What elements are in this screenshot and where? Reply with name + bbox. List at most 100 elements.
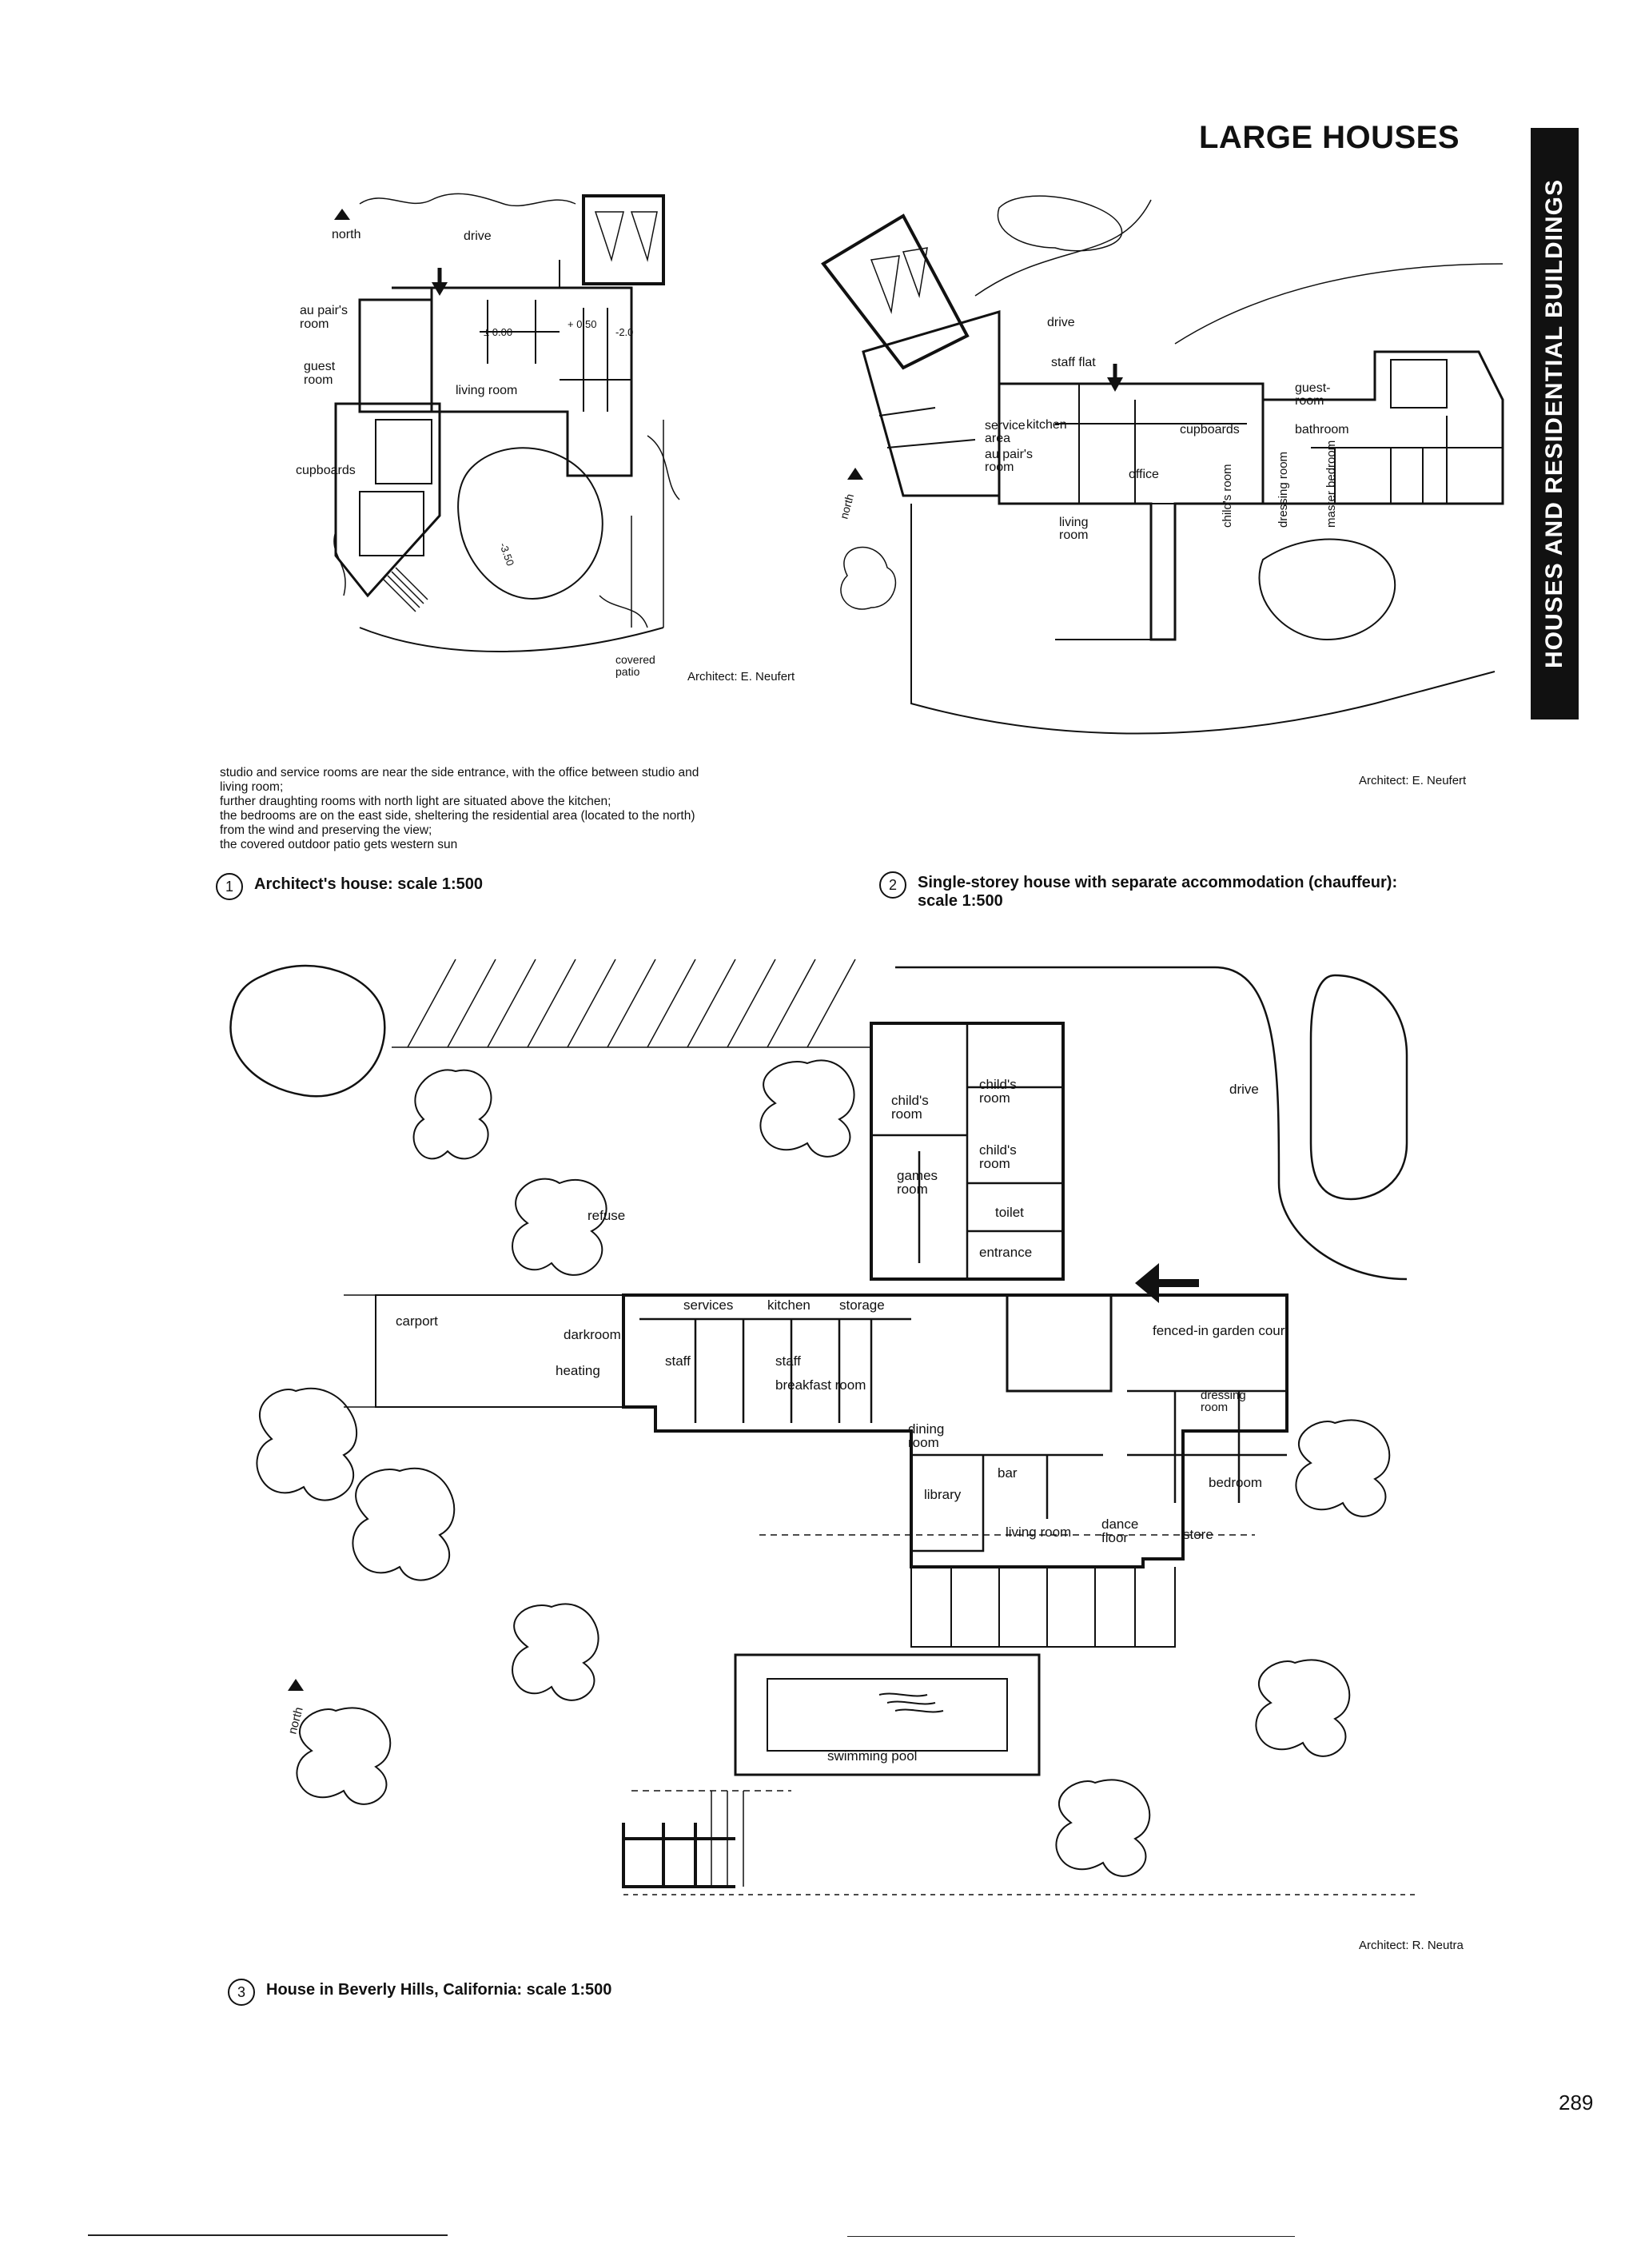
fig3-label-carport: carport (396, 1313, 438, 1329)
fig1-label-north: north (332, 228, 360, 241)
fig3-label-darkroom: darkroom (564, 1327, 621, 1342)
fig3-label-dressing-1: dressing (1201, 1389, 1246, 1402)
fig2-label-bathroom: bathroom (1295, 423, 1349, 436)
figure-2-plan: drive staff flat guest- room cupboards b… (821, 195, 1504, 735)
fig1-label-level-050: + 0.50 (568, 318, 597, 330)
fig1-label-guest-1: guest (304, 360, 336, 373)
fig1-label-level-minus-350: -3.50 (497, 541, 516, 568)
fig2-label-drive: drive (1047, 316, 1075, 329)
fig3-label-living-room: living room (1006, 1525, 1071, 1540)
fig3-label-staff-2: staff (775, 1353, 801, 1369)
page-title: LARGE HOUSES (1199, 120, 1460, 155)
fig2-label-service-1: service (985, 419, 1026, 432)
fig3-label-bedroom: bedroom (1209, 1475, 1262, 1490)
fig2-label-living-1: living (1059, 516, 1088, 529)
fig1-description-line: the covered outdoor patio gets western s… (220, 838, 458, 851)
fig3-label-childs-a-1: child's (891, 1093, 929, 1108)
fig1-label-cupboards: cupboards (296, 464, 356, 477)
fig3-label-breakfast: breakfast room (775, 1377, 866, 1393)
fig1-label-guest-2: room (304, 373, 333, 387)
fig1-label-level-minus-20: -2.0 (615, 326, 633, 338)
fig3-label-entrance: entrance (979, 1245, 1032, 1260)
fig2-caption-line2: scale 1:500 (918, 892, 1003, 910)
fig3-label-dining-2: room (908, 1435, 939, 1450)
fig2-label-childs-room: child's room (1221, 464, 1234, 528)
north-arrow-icon (847, 468, 863, 480)
fig1-number: 1 (216, 873, 243, 900)
fig1-label-living-room: living room (456, 384, 517, 397)
fig3-label-staff-1: staff (665, 1353, 691, 1369)
fig2-label-office: office (1129, 468, 1159, 481)
fig1-caption: 1 Architect's house: scale 1:500 (216, 873, 483, 900)
fig2-label-living-2: room (1059, 528, 1088, 542)
fig1-label-au-pair-2: room (300, 317, 329, 331)
fig1-description-line: further draughting rooms with north ligh… (220, 795, 611, 808)
fig3-label-drive: drive (1229, 1082, 1259, 1097)
fig2-label-au-pair-2: room (985, 460, 1014, 474)
fig3-label-bar: bar (998, 1465, 1018, 1481)
section-tab-label: HOUSES AND RESIDENTIAL BUILDINGS (1541, 178, 1567, 669)
fig3-caption: 3 House in Beverly Hills, California: sc… (228, 1979, 611, 2006)
fig3-label-store: store (1183, 1527, 1213, 1542)
fig1-description-line: the bedrooms are on the east side, shelt… (220, 809, 695, 823)
fig3-label-dance-1: dance (1101, 1517, 1138, 1532)
fig2-label-kitchen: kitchen (1026, 418, 1067, 432)
fig1-label-covered-2: patio (615, 665, 640, 678)
fig3-label-storage: storage (839, 1297, 885, 1313)
fig1-description: studio and service rooms are near the si… (220, 766, 843, 852)
fig2-label-dressing-room: dressing room (1277, 452, 1290, 528)
fig3-label-refuse: refuse (587, 1208, 625, 1223)
fig3-label-games-2: room (897, 1182, 928, 1197)
fig1-label-covered-1: covered (615, 653, 655, 666)
fig2-label-service-2: area (985, 432, 1010, 445)
fig3-label-dining-1: dining (908, 1421, 944, 1437)
fig2-label-guest-1: guest- (1295, 381, 1330, 395)
bottom-rule (88, 2234, 448, 2236)
fig3-label-services: services (683, 1297, 733, 1313)
figure-3-plan: drive child's room child's room child's … (229, 959, 1415, 1895)
fig3-caption-text: House in Beverly Hills, California: scal… (266, 1981, 612, 1999)
fig2-label-cupboards: cupboards (1180, 423, 1240, 436)
fig2-credit: Architect: E. Neufert (1359, 774, 1467, 787)
entrance-arrow-icon (1135, 1263, 1199, 1303)
fig3-label-library: library (924, 1487, 962, 1502)
fig2-number: 2 (879, 871, 906, 899)
fig2-label-guest-2: room (1295, 394, 1324, 408)
fig3-label-childs-c-2: room (979, 1156, 1010, 1171)
fig1-description-line: from the wind and preserving the view; (220, 823, 432, 837)
fig1-label-au-pair-1: au pair's (300, 304, 348, 317)
fig1-description-line: living room; (220, 780, 284, 794)
fig3-label-north: north (285, 1706, 305, 1736)
fig3-label-kitchen: kitchen (767, 1297, 811, 1313)
fig3-label-childs-c-1: child's (979, 1142, 1017, 1158)
fig1-credit: Architect: E. Neufert (687, 670, 795, 684)
page-number: 289 (1559, 2091, 1594, 2115)
fig2-label-north: north (837, 492, 856, 520)
figure-1-plan: north drive au pair's room guest room li… (296, 193, 680, 678)
fig3-number: 3 (228, 1979, 255, 2006)
fig2-label-au-pair-1: au pair's (985, 448, 1033, 461)
fig3-label-dance-2: floor (1101, 1530, 1128, 1545)
bottom-rule (847, 2236, 1295, 2237)
fig3-label-childs-b-1: child's (979, 1077, 1017, 1092)
fig1-caption-text: Architect's house: scale 1:500 (254, 875, 483, 893)
north-arrow-icon (288, 1679, 304, 1691)
fig3-label-childs-a-2: room (891, 1106, 922, 1122)
fig3-label-dressing-2: room (1201, 1401, 1228, 1414)
fig3-credit: Architect: R. Neutra (1359, 1939, 1464, 1952)
fig2-label-staff-flat: staff flat (1051, 356, 1096, 369)
fig2-label-master-bedroom: master bedroom (1324, 440, 1338, 528)
fig3-label-swimming-pool: swimming pool (827, 1748, 917, 1764)
north-arrow-icon (334, 209, 350, 220)
fig3-label-toilet: toilet (995, 1205, 1024, 1220)
fig3-label-heating: heating (556, 1363, 600, 1378)
fig2-caption-line1: Single-storey house with separate accomm… (918, 874, 1398, 891)
fig3-label-games-1: games (897, 1168, 938, 1183)
section-tab: HOUSES AND RESIDENTIAL BUILDINGS (1531, 128, 1579, 719)
fig3-label-childs-b-2: room (979, 1090, 1010, 1106)
fig1-label-level-000: ± 0.00 (484, 326, 512, 338)
fig2-caption: 2 Single-storey house with separate acco… (879, 871, 1397, 911)
fig1-label-drive: drive (464, 229, 492, 243)
fig3-label-garden-court: fenced-in garden court (1153, 1323, 1288, 1338)
fig1-description-line: studio and service rooms are near the si… (220, 766, 699, 779)
